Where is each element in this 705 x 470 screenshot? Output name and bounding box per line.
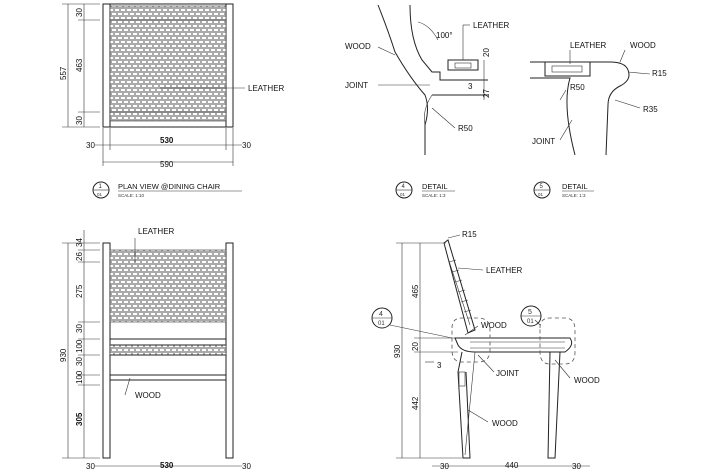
d5-wood-label: WOOD	[630, 41, 656, 50]
d4-dim-27: 27	[482, 89, 491, 98]
front-dim-275: 275	[75, 284, 84, 298]
plan-title-sheet: 01	[97, 192, 103, 197]
d4-leather-label: LEATHER	[473, 21, 510, 30]
front-dim-26: 26	[75, 252, 84, 261]
front-dim-530: 530	[160, 461, 174, 470]
dim-30-top: 30	[75, 8, 84, 17]
d5-joint-label: JOINT	[532, 137, 555, 146]
side-dim-30: 30	[440, 462, 449, 470]
plan-scale: SCALE: 1:10	[118, 193, 145, 198]
callout-4-sheet: 01	[378, 321, 385, 327]
detail-5: LEATHER WOOD R15 R50 R35 JOINT 5 01 DETA…	[530, 41, 667, 199]
dim-30-right: 30	[242, 141, 251, 150]
front-dim-30r: 30	[242, 462, 251, 470]
dim-30-bottom: 30	[75, 116, 84, 125]
d4-dim-3: 3	[468, 82, 473, 91]
side-dim-930: 930	[393, 344, 402, 358]
side-r15: R15	[462, 230, 477, 239]
side-dim-465: 465	[411, 284, 420, 298]
plan-title: PLAN VIEW @DINING CHAIR	[118, 182, 221, 191]
d4-title-num: 4	[402, 184, 406, 190]
side-wood-label-seat: WOOD	[481, 321, 507, 330]
d5-title: DETAIL	[562, 182, 588, 191]
d4-title-sheet: 01	[400, 192, 406, 197]
dim-557: 557	[59, 66, 68, 80]
side-wood-label-leg: WOOD	[492, 419, 518, 428]
side-dim-3: 3	[437, 361, 442, 370]
d4-title: DETAIL	[422, 182, 448, 191]
dim-463: 463	[75, 58, 84, 72]
front-dim-30a: 30	[75, 324, 84, 333]
d5-title-num: 5	[540, 184, 544, 190]
d5-title-sheet: 01	[538, 192, 544, 197]
detail-4: 100° LEATHER WOOD JOINT R50 20 3 27 4 01…	[345, 4, 510, 199]
side-elevation: R15 LEATHER WOOD JOINT WOOD WOOD 4 01 5 …	[371, 230, 600, 470]
dim-530: 530	[160, 136, 174, 145]
d4-scale: SCALE: 1:3	[422, 193, 446, 198]
d5-r15: R15	[652, 69, 667, 78]
front-dim-100a: 100	[75, 339, 84, 353]
side-joint-label: JOINT	[496, 369, 519, 378]
side-dim-30r: 30	[572, 462, 581, 470]
side-dim-20: 20	[411, 342, 420, 351]
plan-title-num: 1	[99, 184, 103, 190]
front-dim-30b: 30	[75, 357, 84, 366]
d4-wood-label: WOOD	[345, 42, 371, 51]
callout-4-num: 4	[379, 311, 383, 318]
front-dim-100b: 100	[75, 370, 84, 384]
dim-30-left: 30	[86, 141, 95, 150]
side-leather-label: LEATHER	[486, 266, 523, 275]
d4-joint-label: JOINT	[345, 81, 368, 90]
d5-r50: R50	[570, 83, 585, 92]
side-dim-442: 442	[411, 396, 420, 410]
front-dim-34: 34	[75, 238, 84, 247]
callout-5-num: 5	[528, 309, 532, 316]
d4-angle: 100°	[436, 31, 453, 40]
side-wood-label-right: WOOD	[574, 376, 600, 385]
backrest-slats	[448, 259, 472, 313]
front-wood-label: WOOD	[135, 391, 161, 400]
d4-dim-20: 20	[482, 48, 491, 57]
front-dim-30l: 30	[86, 462, 95, 470]
front-leather-label: LEATHER	[138, 227, 175, 236]
front-elevation: LEATHER WOOD 34 26 275 30 100 30 100 305…	[59, 227, 251, 470]
d5-scale: SCALE: 1:3	[562, 193, 586, 198]
plan-view: LEATHER 557 463 30 30 30 530 30 590 1 01…	[59, 3, 285, 199]
dim-590: 590	[160, 160, 174, 169]
d5-r35: R35	[643, 105, 658, 114]
front-dim-305: 305	[75, 412, 84, 426]
callout-5-sheet: 01	[527, 319, 534, 325]
d4-r50: R50	[458, 124, 473, 133]
side-dim-440: 440	[505, 461, 519, 470]
d5-leather-label: LEATHER	[570, 41, 607, 50]
front-dim-930: 930	[59, 348, 68, 362]
plan-leather-label: LEATHER	[248, 84, 285, 93]
